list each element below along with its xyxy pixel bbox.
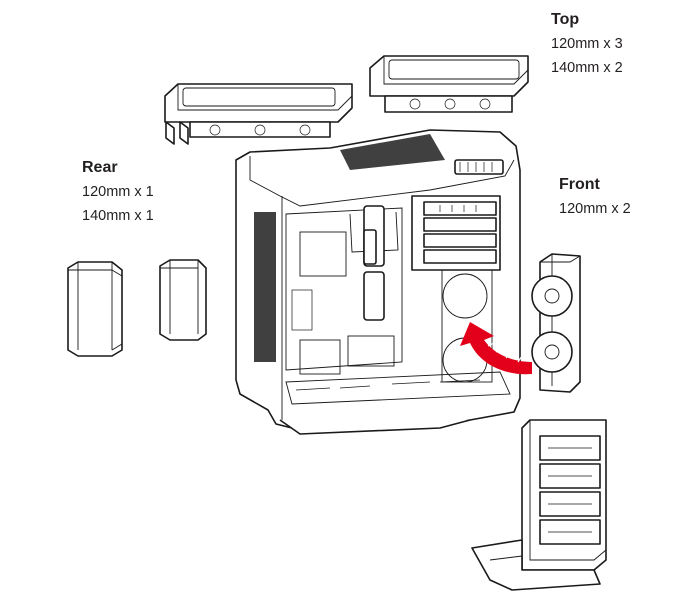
front-fan-label: Front 120mm x 2 [559,177,631,217]
front-heading: Front [559,176,600,193]
top-heading: Top [551,11,580,28]
pc-case [235,129,521,435]
front-line-1: 120mm x 2 [559,201,631,217]
front-radiator [531,253,581,393]
rear-fan-label: Rear 120mm x 1 140mm x 1 [82,160,154,223]
rear-line-1: 120mm x 1 [82,184,154,200]
top-line-2: 140mm x 2 [551,59,623,76]
top-fan-label: Top 120mm x 3 140mm x 2 [551,12,623,75]
rear-line-2: 140mm x 1 [82,207,154,224]
rear-fan-large [67,261,123,357]
removed-drive-cage [471,419,607,591]
install-arrow [460,322,532,375]
top-line-1: 120mm x 3 [551,36,623,52]
top-radiator-left [164,83,353,145]
rear-fan-small [159,259,207,341]
top-radiator-right [369,55,529,113]
rear-heading: Rear [82,159,118,176]
drive-bay-cage [411,195,501,271]
